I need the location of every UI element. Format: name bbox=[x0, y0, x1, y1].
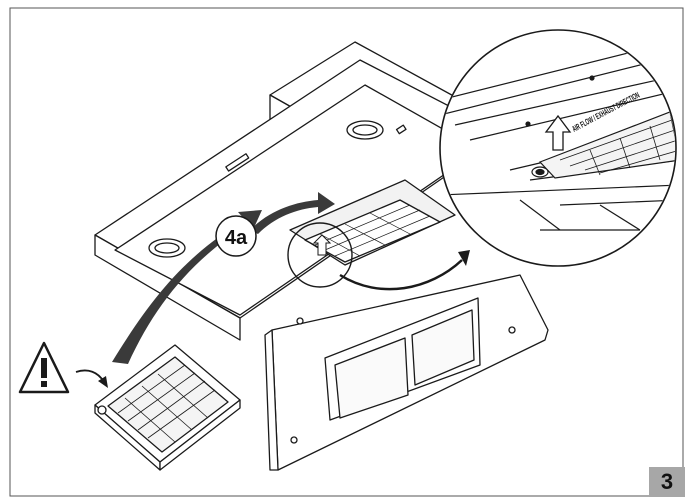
magnify-arrow bbox=[339, 259, 463, 291]
insert-arrow bbox=[250, 192, 335, 234]
page-frame bbox=[9, 7, 684, 497]
magnified-detail: AIR FLOW / EXHAUST DIRECTION bbox=[439, 29, 677, 267]
warning-pointer-arrowhead bbox=[98, 376, 108, 388]
airflow-arrow-icon bbox=[544, 114, 572, 151]
step-label: 4a bbox=[225, 227, 248, 249]
page-number-badge: 3 bbox=[649, 467, 685, 497]
airflow-arrow-icon-small bbox=[312, 234, 332, 256]
hood-filter-grid bbox=[314, 204, 431, 257]
removed-filter-grid bbox=[117, 364, 216, 443]
removed-grease-filter bbox=[94, 344, 241, 471]
magnify-arrowhead bbox=[458, 250, 470, 266]
detail-marker-circle bbox=[287, 222, 353, 288]
warning-triangle-icon bbox=[18, 341, 70, 394]
step-label-circle bbox=[215, 215, 257, 257]
visor-panel bbox=[264, 274, 549, 471]
